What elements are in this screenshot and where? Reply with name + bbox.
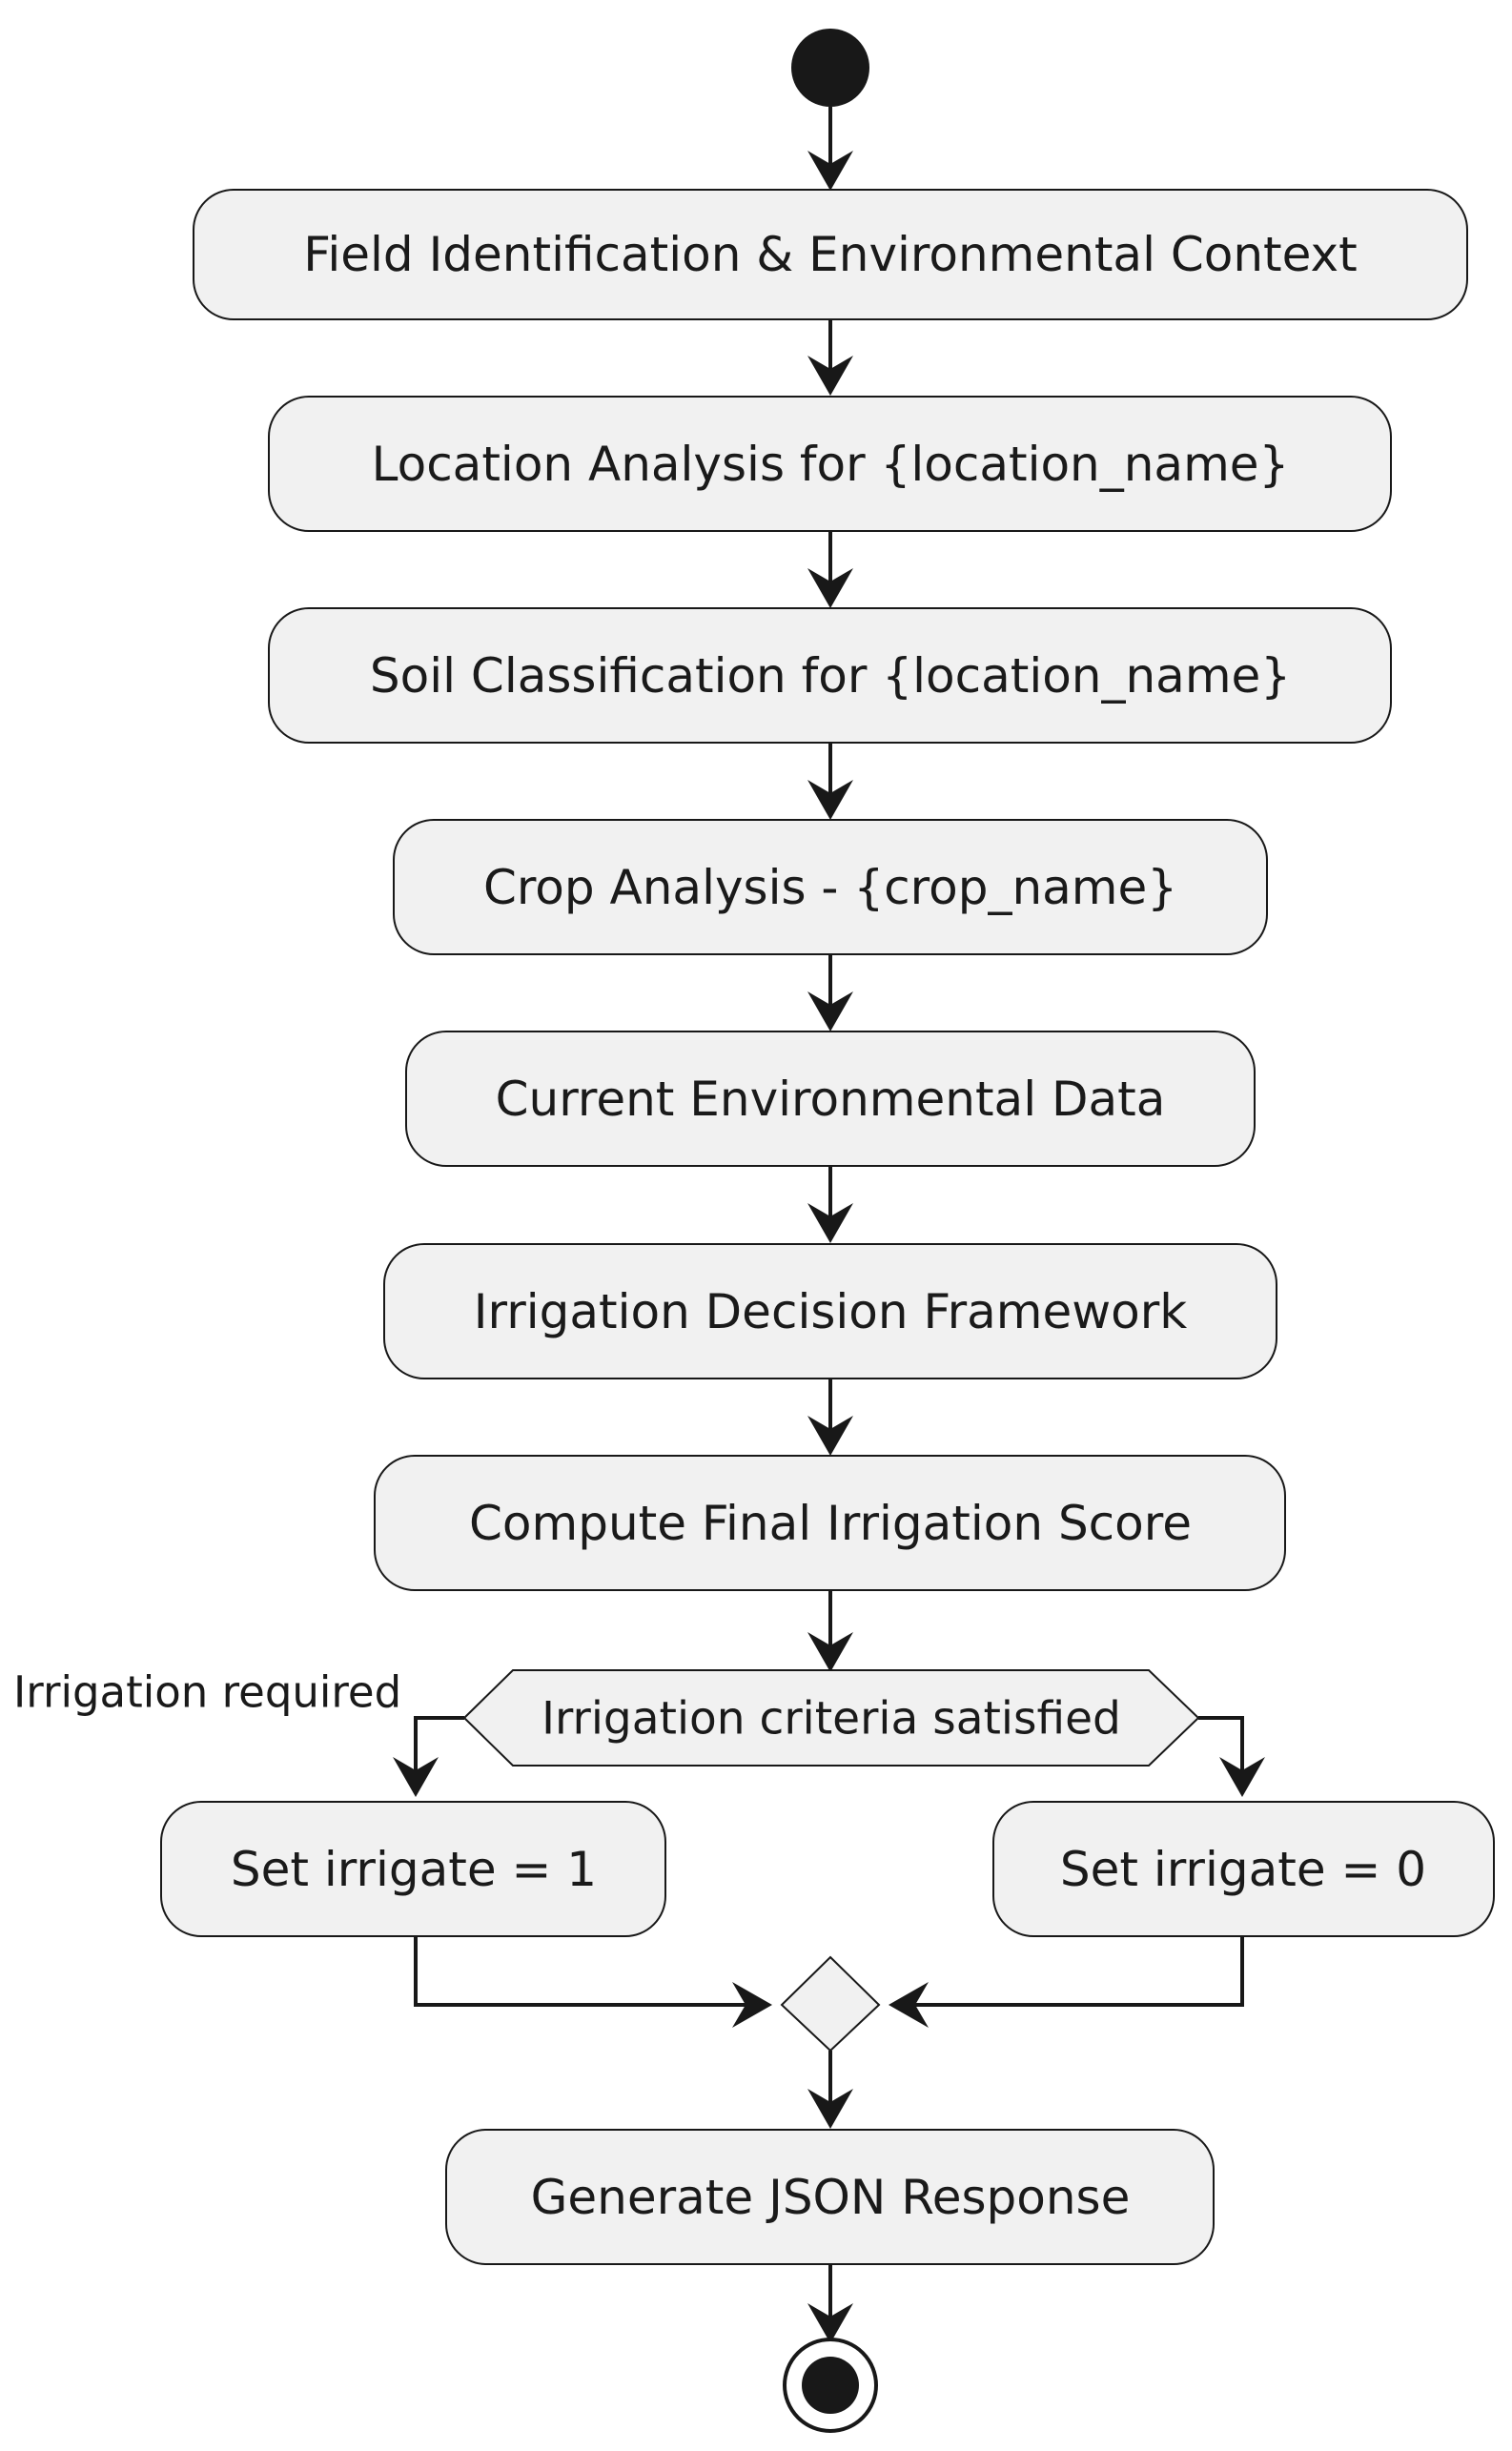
arrowhead bbox=[807, 1203, 853, 1243]
start-node bbox=[791, 29, 869, 107]
activity-label: Irrigation Decision Framework bbox=[474, 1284, 1188, 1339]
activity-generate-json: Generate JSON Response bbox=[445, 2129, 1215, 2265]
arrowhead bbox=[889, 1982, 929, 2028]
arrowhead bbox=[807, 1416, 853, 1456]
arrowhead bbox=[732, 1982, 772, 2028]
decision-irrigation-criteria: Irrigation criteria satisfied bbox=[462, 1669, 1200, 1767]
arrowheads bbox=[393, 151, 1265, 2343]
arrowhead bbox=[807, 151, 853, 191]
activity-soil-classification: Soil Classification for {location_name} bbox=[268, 607, 1392, 744]
activity-field-identification: Field Identification & Environmental Con… bbox=[193, 189, 1468, 320]
arrowhead bbox=[807, 2089, 853, 2129]
merge-node bbox=[780, 1955, 881, 2053]
edge-irrigate-1-to-merge bbox=[414, 1936, 761, 2007]
arrowhead bbox=[807, 991, 853, 1031]
activity-crop-analysis: Crop Analysis - {crop_name} bbox=[393, 819, 1268, 955]
edge-decision-to-irrigate-0 bbox=[1198, 1716, 1244, 1787]
arrowhead bbox=[807, 780, 853, 820]
activity-label: Soil Classification for {location_name} bbox=[370, 648, 1291, 704]
arrowhead bbox=[807, 1632, 853, 1672]
arrowhead bbox=[807, 2303, 853, 2343]
guard-label-irrigation-required: Irrigation required bbox=[13, 1667, 401, 1718]
activity-label: Field Identification & Environmental Con… bbox=[303, 227, 1357, 282]
edge-irrigate-0-to-merge bbox=[904, 1936, 1244, 2007]
activity-set-irrigate-1: Set irrigate = 1 bbox=[160, 1801, 666, 1937]
activity-label: Crop Analysis - {crop_name} bbox=[483, 860, 1177, 915]
activity-location-analysis: Location Analysis for {location_name} bbox=[268, 396, 1392, 532]
activity-compute-score: Compute Final Irrigation Score bbox=[374, 1455, 1286, 1591]
end-node bbox=[783, 2338, 878, 2433]
activity-label: Set irrigate = 0 bbox=[1060, 1842, 1426, 1897]
arrowhead bbox=[807, 568, 853, 608]
activity-label: Location Analysis for {location_name} bbox=[372, 437, 1290, 492]
activity-label: Current Environmental Data bbox=[496, 1072, 1166, 1127]
arrowhead bbox=[807, 356, 853, 396]
activity-label: Compute Final Irrigation Score bbox=[469, 1496, 1192, 1551]
activity-environmental-data: Current Environmental Data bbox=[405, 1031, 1256, 1167]
activity-label: Set irrigate = 1 bbox=[231, 1842, 597, 1897]
arrowhead bbox=[393, 1757, 439, 1797]
activity-set-irrigate-0: Set irrigate = 0 bbox=[992, 1801, 1495, 1937]
activity-irrigation-framework: Irrigation Decision Framework bbox=[383, 1243, 1277, 1379]
decision-label: Irrigation criteria satisfied bbox=[541, 1693, 1121, 1746]
activity-label: Generate JSON Response bbox=[531, 2170, 1131, 2225]
edge-decision-to-irrigate-1 bbox=[414, 1716, 464, 1787]
arrowhead bbox=[1219, 1757, 1265, 1797]
